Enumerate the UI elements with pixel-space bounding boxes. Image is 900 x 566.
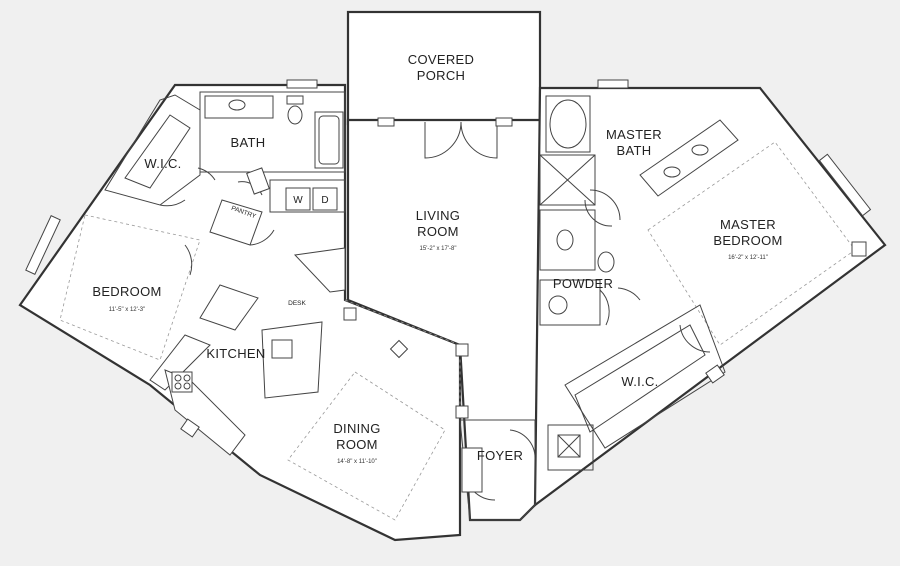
interior-walls bbox=[25, 79, 872, 521]
covered-porch-label-2: PORCH bbox=[417, 68, 465, 83]
master-bedroom-label: MASTER bbox=[720, 217, 776, 232]
washer-label: W bbox=[293, 195, 303, 206]
building-footprint bbox=[18, 10, 887, 542]
master-bedroom-dims: 16'-2" x 12'-11" bbox=[728, 255, 768, 261]
master-bath-label-2: BATH bbox=[617, 143, 652, 158]
covered-porch-label: COVERED bbox=[408, 52, 474, 67]
wic-left-label: W.I.C. bbox=[144, 156, 181, 171]
dining-room-dims: 14'-8" x 11'-10" bbox=[337, 459, 377, 465]
dryer-label: D bbox=[321, 195, 328, 206]
bedroom-dims: 11'-5" x 12'-3" bbox=[109, 307, 145, 313]
room-labels: COVERED PORCH LIVING ROOM 15'-2" x 17'-8… bbox=[92, 52, 782, 465]
dining-room-label: DINING bbox=[333, 421, 380, 436]
foyer-label: FOYER bbox=[477, 448, 523, 463]
master-bath-label: MASTER bbox=[606, 127, 662, 142]
living-room-label-2: ROOM bbox=[417, 224, 459, 239]
living-room-label: LIVING bbox=[416, 208, 460, 223]
dining-room-label-2: ROOM bbox=[336, 437, 378, 452]
kitchen-label: KITCHEN bbox=[206, 346, 265, 361]
bath-label: BATH bbox=[231, 135, 266, 150]
desk-label: DESK bbox=[288, 300, 306, 307]
master-bedroom-label-2: BEDROOM bbox=[713, 233, 782, 248]
powder-label: POWDER bbox=[553, 276, 613, 291]
bedroom-label: BEDROOM bbox=[92, 284, 161, 299]
living-room-dims: 15'-2" x 17'-8" bbox=[420, 246, 457, 252]
wic-right-label: W.I.C. bbox=[621, 374, 658, 389]
